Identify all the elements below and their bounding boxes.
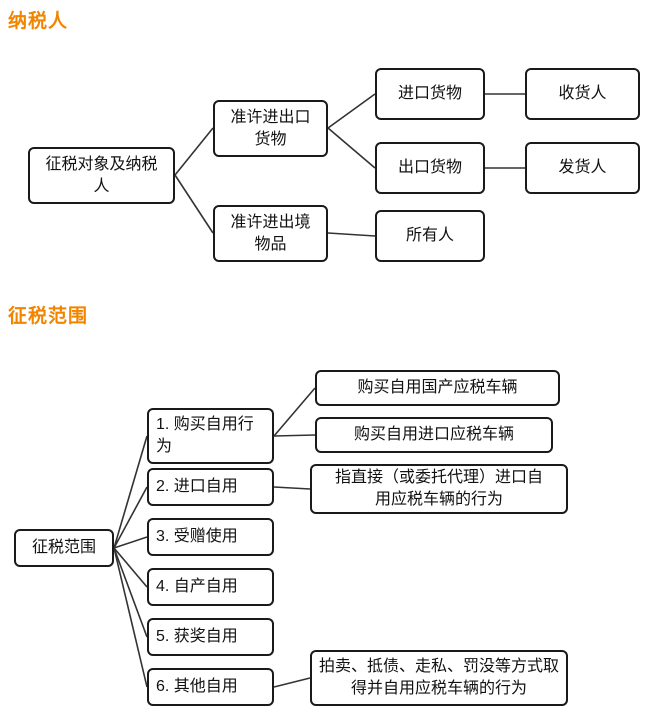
node-other-self-use-note: 拍卖、抵债、走私、罚没等方式取得并自用应税车辆的行为	[310, 650, 568, 706]
node-permitted-entry-exit-items: 准许进出境物品	[213, 205, 328, 262]
node-import-self-use-note: 指直接（或委托代理）进口自用应税车辆的行为	[310, 464, 568, 514]
node-import-goods: 进口货物	[375, 68, 485, 120]
node-owner: 所有人	[375, 210, 485, 262]
node-consignee: 收货人	[525, 68, 640, 120]
heading-taxpayer: 纳税人	[8, 11, 69, 32]
node-scope-item-3: 3. 受赠使用	[147, 518, 274, 556]
node-scope-item-5: 5. 获奖自用	[147, 618, 274, 656]
node-export-goods: 出口货物	[375, 142, 485, 194]
node-scope-item-1: 1. 购买自用行为	[147, 408, 274, 464]
heading-scope: 征税范围	[8, 306, 89, 327]
node-scope-item-2: 2. 进口自用	[147, 468, 274, 506]
node-tax-object-taxpayer: 征税对象及纳税人	[28, 147, 175, 204]
node-scope-root: 征税范围	[14, 529, 114, 567]
node-consignor: 发货人	[525, 142, 640, 194]
node-scope-item-4: 4. 自产自用	[147, 568, 274, 606]
node-buy-imported-vehicle: 购买自用进口应税车辆	[315, 417, 553, 453]
node-buy-domestic-vehicle: 购买自用国产应税车辆	[315, 370, 560, 406]
node-permitted-import-export-goods: 准许进出口货物	[213, 100, 328, 157]
node-scope-item-6: 6. 其他自用	[147, 668, 274, 706]
